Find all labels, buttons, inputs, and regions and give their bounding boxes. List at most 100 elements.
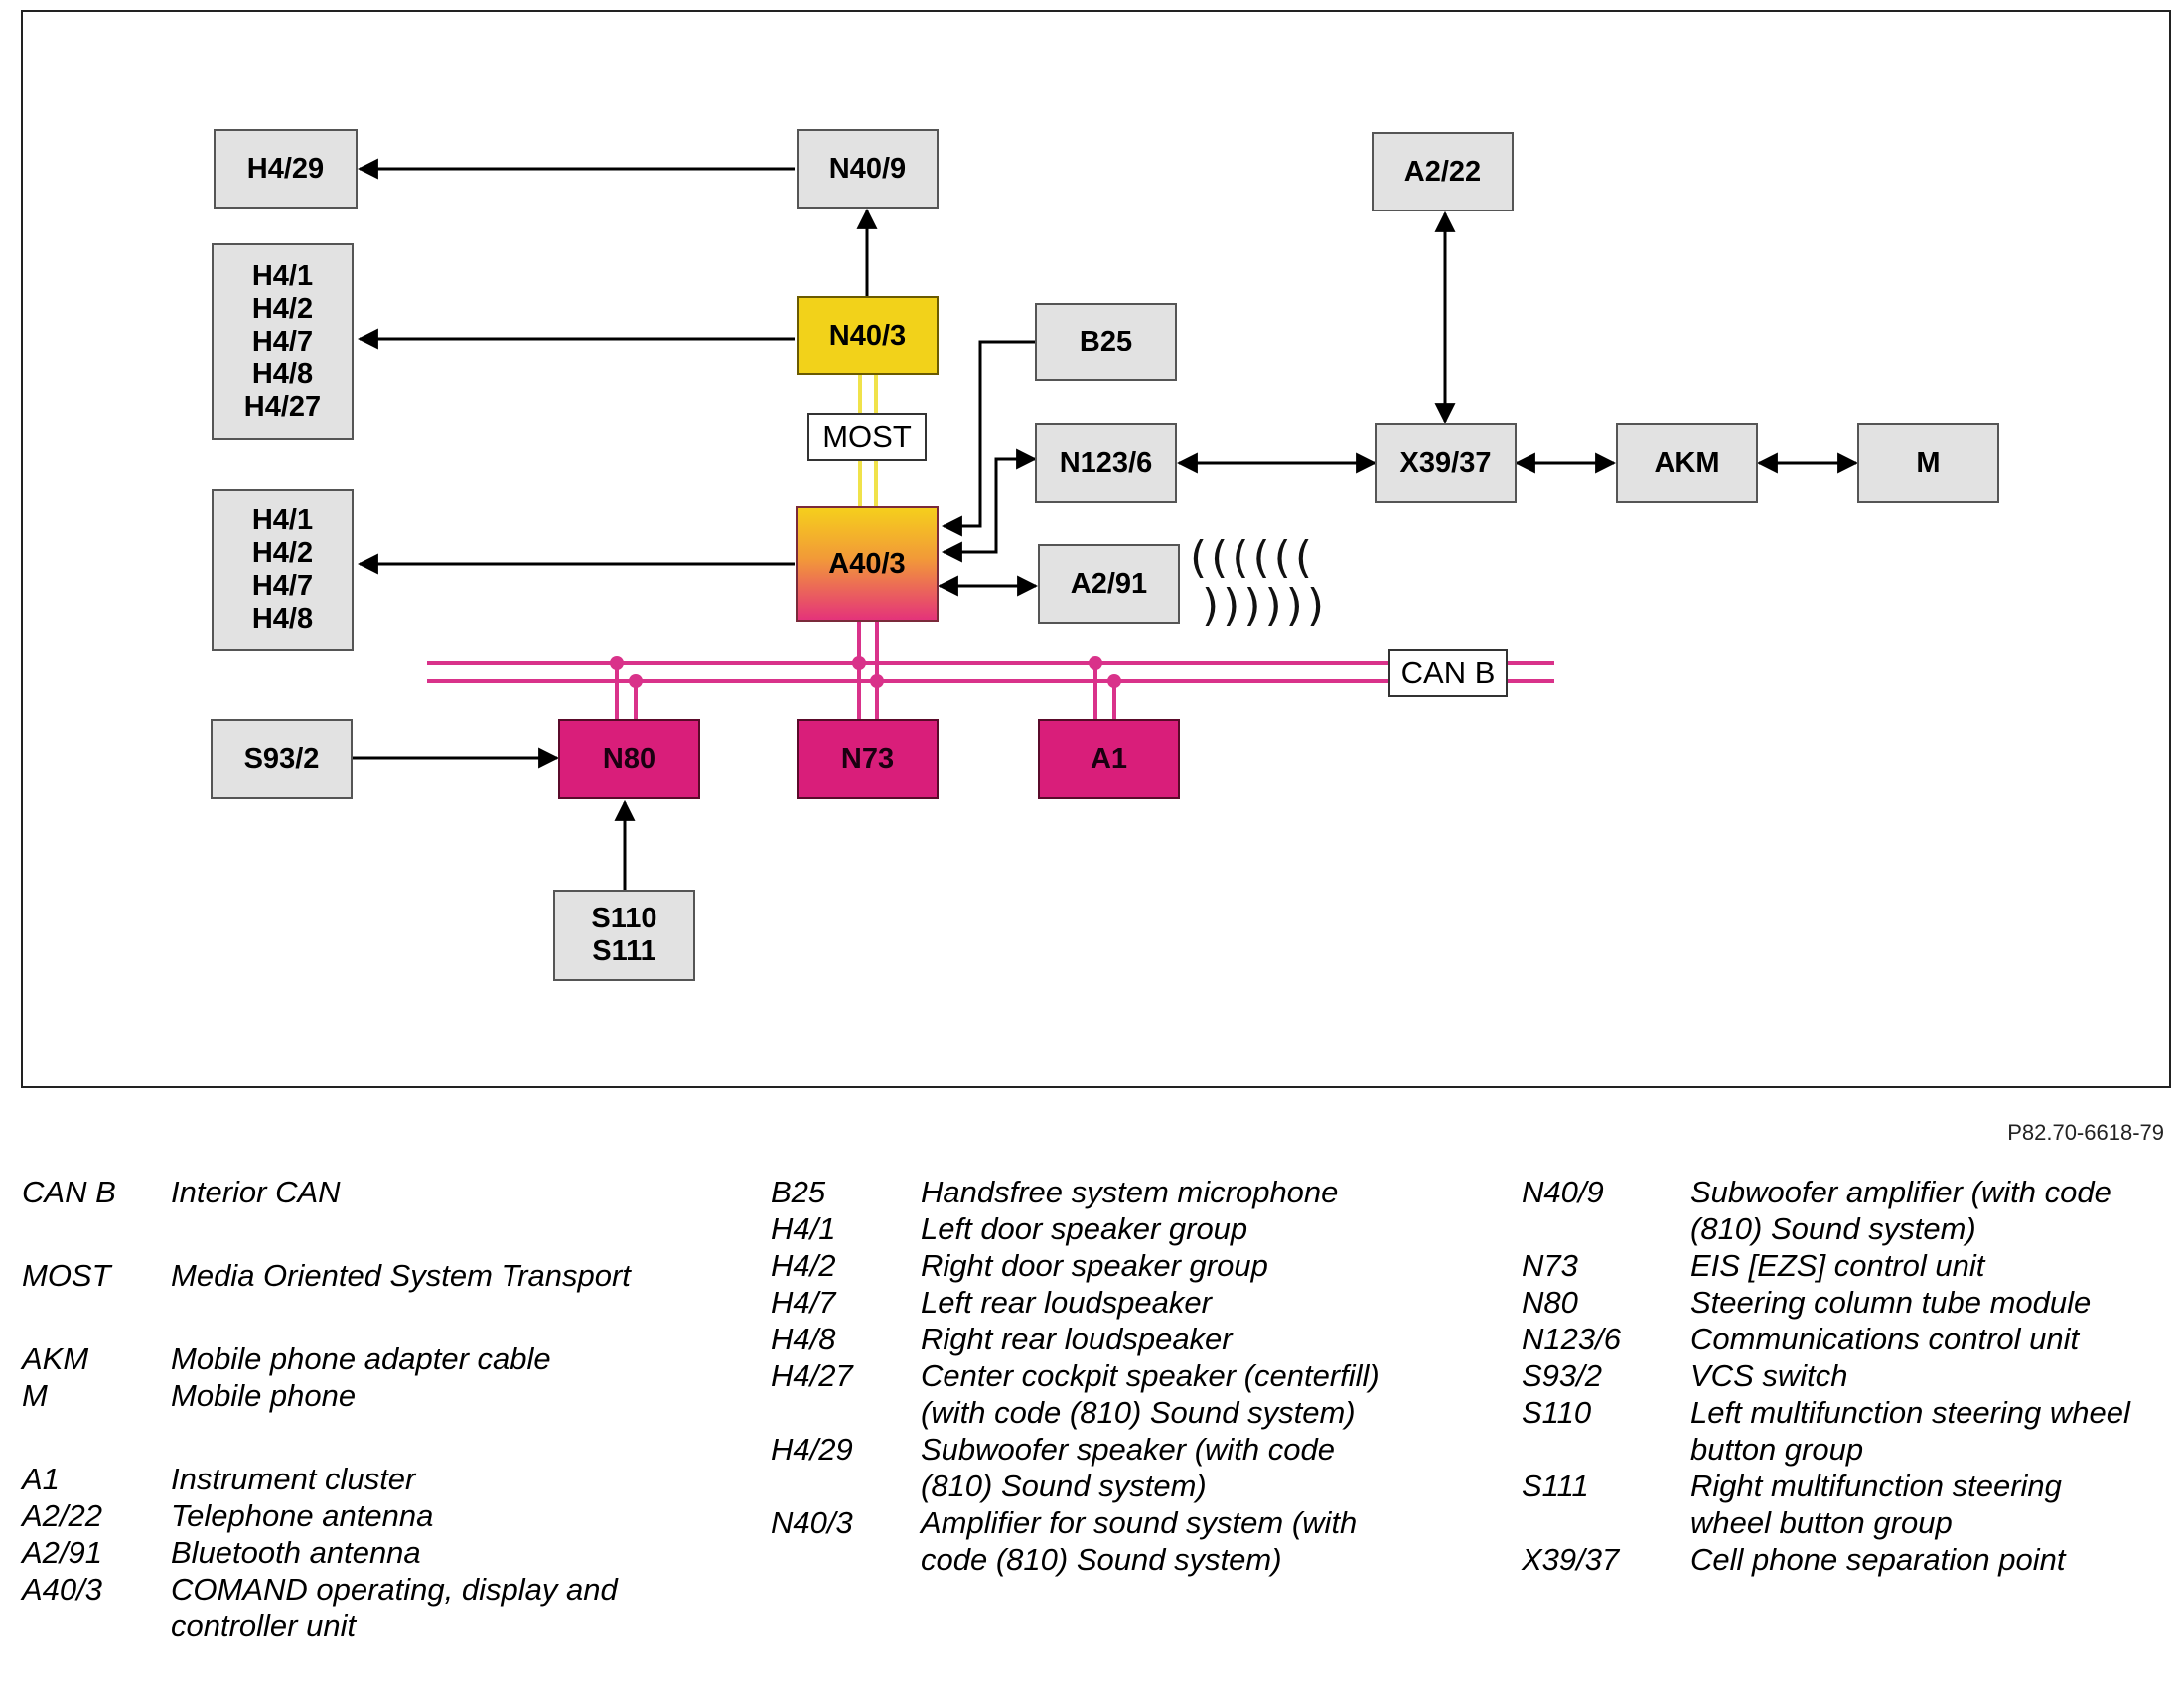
component-b25: B25 (1035, 303, 1177, 381)
legend-description-line: (with code (810) Sound system) (921, 1395, 1356, 1430)
legend-code: A40/3 (22, 1572, 103, 1607)
component-label: M (1916, 447, 1941, 479)
tag-label: CAN B (1400, 655, 1496, 690)
component-s93-2: S93/2 (211, 719, 353, 799)
legend-description: Subwoofer amplifier (with code(810) Soun… (1690, 1174, 2111, 1247)
component-h4-speaker-group-b: H4/1 H4/2 H4/7 H4/8 (212, 489, 354, 651)
legend-row: B25 Handsfree system microphone (771, 1174, 1466, 1210)
legend-code: X39/37 (1522, 1542, 1620, 1577)
legend-row: CAN B Interior CAN (22, 1174, 717, 1210)
component-label: N73 (840, 743, 895, 774)
component-label: H4/1 (251, 504, 314, 536)
legend-description: Mobile phone (171, 1377, 356, 1414)
component-label: H4/8 (251, 357, 314, 390)
component-a2-91: A2/91 (1038, 544, 1180, 624)
legend-description: Left door speaker group (921, 1210, 1247, 1247)
legend-description-line: wheel button group (1690, 1505, 1953, 1540)
wave-glyphs: (((((( (1190, 532, 1316, 583)
legend-code: CAN B (22, 1175, 116, 1209)
legend-description-line: Subwoofer amplifier (with code (1690, 1175, 2111, 1209)
legend-code: H4/29 (771, 1432, 853, 1467)
legend-code: H4/8 (771, 1322, 836, 1356)
legend-row: X39/37 Cell phone separation point (1522, 1541, 2177, 1578)
legend-description: Interior CAN (171, 1174, 341, 1210)
component-h4-29: H4/29 (214, 129, 358, 209)
legend-description-line: Amplifier for sound system (with (921, 1505, 1358, 1540)
legend-description: Right door speaker group (921, 1247, 1268, 1284)
legend-code: N73 (1522, 1248, 1578, 1283)
block-diagram: H4/29 N40/9 H4/1 H4/2 H4/7 H4/8 H4/27 N4… (21, 10, 2171, 1088)
component-label: B25 (1079, 326, 1133, 357)
wave-glyphs: )))))) (1202, 580, 1328, 631)
component-akm: AKM (1616, 423, 1758, 503)
document-number: P82.70-6618-79 (2007, 1120, 2164, 1145)
legend-description-line: Telephone antenna (171, 1498, 434, 1533)
component-label: A2/22 (1403, 155, 1482, 188)
legend-description: Handsfree system microphone (921, 1174, 1338, 1210)
legend-code: H4/27 (771, 1358, 853, 1393)
component-label: H4/2 (251, 537, 314, 569)
component-label: N80 (602, 743, 656, 774)
legend-description: Instrument cluster (171, 1461, 415, 1497)
legend-description-line: Right multifunction steering (1690, 1469, 2062, 1503)
legend-description-line: button group (1690, 1432, 1864, 1467)
legend-description-line: Media Oriented System Transport (171, 1258, 631, 1293)
can-b-bus-tag: CAN B (1388, 649, 1508, 697)
component-n73: N73 (797, 719, 939, 799)
legend-code: S111 (1522, 1469, 1589, 1503)
component-h4-speaker-group-a: H4/1 H4/2 H4/7 H4/8 H4/27 (212, 243, 354, 440)
legend-description-line: controller unit (171, 1609, 357, 1643)
legend-description-line: Cell phone separation point (1690, 1542, 2066, 1577)
component-label: A2/91 (1070, 567, 1148, 600)
legend-code: A2/91 (22, 1535, 103, 1570)
most-bus-tag: MOST (807, 413, 927, 461)
legend-row: H4/8 Right rear loudspeaker (771, 1321, 1466, 1357)
component-label: N40/9 (828, 152, 907, 185)
legend-description-line: Mobile phone (171, 1378, 357, 1413)
legend-row: A2/91 Bluetooth antenna (22, 1534, 717, 1571)
component-m: M (1857, 423, 1999, 503)
legend-description-line: Interior CAN (171, 1175, 341, 1209)
legend-code: B25 (771, 1175, 826, 1209)
legend-code: A2/22 (22, 1498, 103, 1533)
component-label: A40/3 (828, 547, 906, 580)
bluetooth-wave-top: (((((( (1190, 532, 1316, 583)
legend-code: S110 (1522, 1395, 1592, 1430)
legend-description-line: Left multifunction steering wheel (1690, 1395, 2130, 1430)
wiring-layer (353, 158, 1859, 890)
component-label: H4/29 (246, 152, 325, 185)
component-label: N123/6 (1059, 447, 1153, 479)
component-label: H4/2 (251, 292, 314, 325)
component-a1: A1 (1038, 719, 1180, 799)
legend-description: Left rear loudspeaker (921, 1284, 1212, 1321)
component-n40-3: N40/3 (797, 296, 939, 375)
component-label: A1 (1090, 743, 1128, 774)
legend-code: N123/6 (1522, 1322, 1621, 1356)
legend-code: H4/1 (771, 1211, 836, 1246)
legend-description-line: Right rear loudspeaker (921, 1322, 1233, 1356)
component-label: H4/7 (251, 325, 314, 357)
legend-description-line: Handsfree system microphone (921, 1175, 1339, 1209)
legend-code: H4/2 (771, 1248, 836, 1283)
tag-label: MOST (822, 419, 912, 454)
legend-code: A1 (22, 1462, 60, 1496)
legend-description-line: EIS [EZS] control unit (1690, 1248, 1985, 1283)
legend-description: Bluetooth antenna (171, 1534, 421, 1571)
legend-description-line: Left door speaker group (921, 1211, 1248, 1246)
component-a2-22: A2/22 (1372, 132, 1514, 211)
legend-description-line: (810) Sound system) (921, 1469, 1207, 1503)
legend-code: S93/2 (1522, 1358, 1603, 1393)
legend-code: M (22, 1378, 48, 1413)
legend-code: N40/3 (771, 1505, 853, 1540)
legend-description-line: Communications control unit (1690, 1322, 2080, 1356)
